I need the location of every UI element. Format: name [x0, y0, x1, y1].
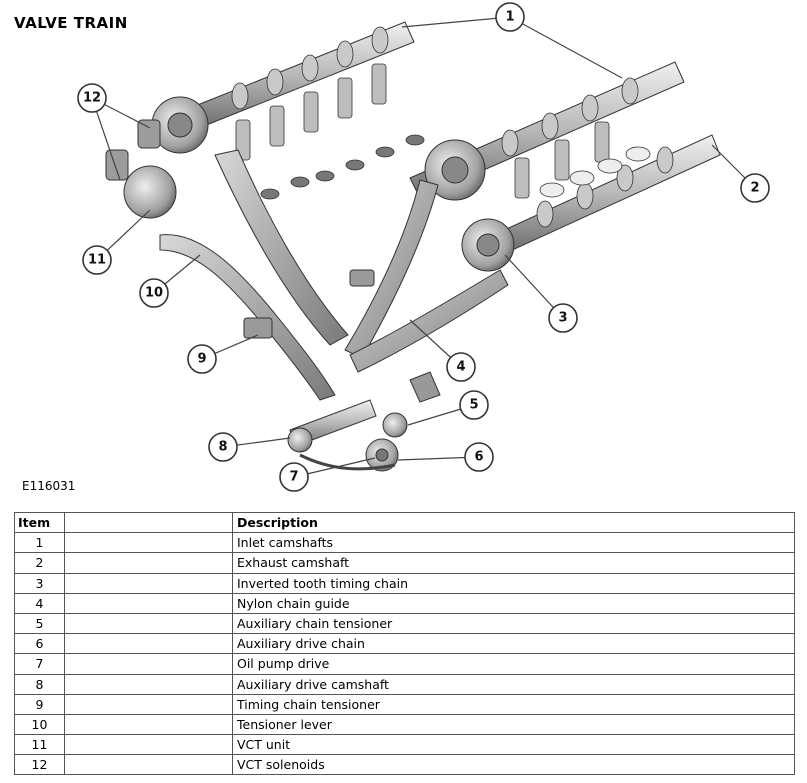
- table-row: 11 VCT unit: [14, 734, 795, 756]
- row-blank: [64, 693, 233, 715]
- row-item: 2: [14, 552, 65, 574]
- callout-2: 2: [740, 173, 770, 203]
- table-row: 4 Nylon chain guide: [14, 592, 795, 614]
- valve-train-diagram: 1 2 3 4 5 6 7 8 9 10 11 12: [77, 2, 770, 492]
- table-row: 3 Inverted tooth timing chain: [14, 572, 795, 594]
- callout-3: 3: [548, 303, 578, 333]
- row-description: Oil pump drive: [232, 653, 795, 675]
- chain-guides: [159, 149, 509, 401]
- row-description: Exhaust camshaft: [232, 552, 795, 574]
- callout-10: 10: [139, 278, 169, 308]
- row-blank: [64, 532, 233, 554]
- row-blank: [64, 713, 233, 736]
- row-blank: [64, 552, 233, 574]
- table-row: 2 Exhaust camshaft: [14, 552, 795, 574]
- svg-text:3: 3: [558, 311, 567, 326]
- svg-text:9: 9: [197, 352, 206, 367]
- svg-text:5: 5: [469, 398, 478, 413]
- auxiliary-drive: [287, 371, 441, 472]
- row-blank: [64, 633, 233, 655]
- row-description: Auxiliary drive camshaft: [232, 673, 795, 695]
- header-blank: [64, 511, 233, 534]
- row-description: VCT solenoids: [232, 754, 795, 776]
- table-row: 6 Auxiliary drive chain: [14, 633, 795, 655]
- callout-5: 5: [459, 390, 489, 420]
- row-item: 4: [14, 592, 65, 614]
- exhaust-camshaft: [499, 134, 721, 253]
- callout-7: 7: [279, 462, 309, 492]
- callout-11: 11: [82, 245, 112, 275]
- table-row: 12 VCT solenoids: [14, 754, 795, 776]
- header-description: Description: [232, 511, 795, 534]
- table-row: 1 Inlet camshafts: [14, 532, 795, 554]
- callout-6: 6: [464, 442, 494, 472]
- row-blank: [64, 673, 233, 695]
- row-item: 8: [14, 673, 65, 695]
- table-row: 9 Timing chain tensioner: [14, 693, 795, 715]
- callout-4: 4: [446, 352, 476, 382]
- valves-and-springs: [235, 63, 651, 200]
- cam-sprockets: [151, 96, 515, 272]
- table-row: 10 Tensioner lever: [14, 713, 795, 736]
- row-description: Auxiliary drive chain: [232, 633, 795, 655]
- row-item: 5: [14, 612, 65, 635]
- vct-unit: [105, 119, 177, 219]
- svg-text:2: 2: [750, 181, 759, 196]
- row-item: 1: [14, 532, 65, 554]
- row-item: 3: [14, 572, 65, 594]
- table-row: 8 Auxiliary drive camshaft: [14, 673, 795, 695]
- callout-12: 12: [77, 83, 107, 113]
- svg-text:6: 6: [474, 450, 483, 465]
- svg-text:10: 10: [145, 286, 163, 301]
- page-title: VALVE TRAIN: [14, 14, 128, 32]
- figure-code: E116031: [22, 479, 76, 493]
- header-item: Item: [14, 511, 65, 534]
- callout-9: 9: [187, 344, 217, 374]
- row-description: Inverted tooth timing chain: [232, 572, 795, 594]
- svg-text:8: 8: [218, 440, 227, 455]
- svg-text:7: 7: [289, 470, 298, 485]
- svg-text:12: 12: [83, 91, 101, 106]
- row-item: 6: [14, 633, 65, 655]
- svg-text:1: 1: [505, 10, 514, 25]
- row-description: Nylon chain guide: [232, 592, 795, 614]
- callout-1: 1: [495, 2, 525, 32]
- row-description: Tensioner lever: [232, 713, 795, 736]
- row-blank: [64, 612, 233, 635]
- row-blank: [64, 572, 233, 594]
- row-description: Timing chain tensioner: [232, 693, 795, 715]
- row-item: 9: [14, 693, 65, 715]
- row-description: VCT unit: [232, 734, 795, 756]
- table-row: 7 Oil pump drive: [14, 653, 795, 675]
- row-item: 11: [14, 734, 65, 756]
- row-blank: [64, 653, 233, 675]
- callout-8: 8: [208, 432, 238, 462]
- table-header-row: Item Description: [14, 511, 795, 534]
- row-description: Inlet camshafts: [232, 532, 795, 554]
- timing-chain-tensioner: [243, 269, 375, 339]
- svg-text:4: 4: [456, 360, 465, 375]
- row-item: 12: [14, 754, 65, 776]
- row-item: 7: [14, 653, 65, 675]
- row-blank: [64, 734, 233, 756]
- table-row: 5 Auxiliary chain tensioner: [14, 612, 795, 635]
- row-blank: [64, 592, 233, 614]
- row-blank: [64, 754, 233, 776]
- row-item: 10: [14, 713, 65, 736]
- row-description: Auxiliary chain tensioner: [232, 612, 795, 635]
- parts-legend-table: Item Description 1 Inlet camshafts 2 Exhau…: [14, 511, 795, 776]
- svg-text:11: 11: [88, 253, 106, 268]
